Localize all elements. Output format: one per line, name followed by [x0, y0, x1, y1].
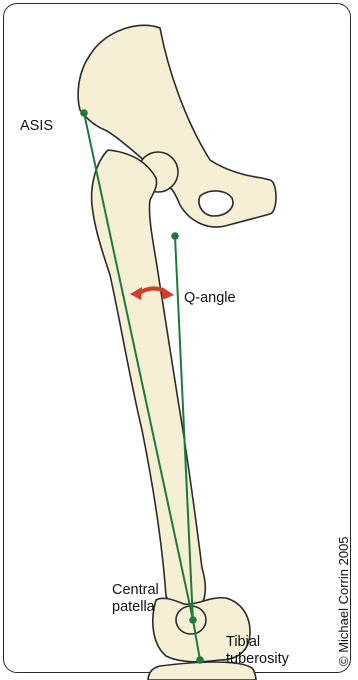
- obturator-foramen: [199, 191, 233, 216]
- patella-point: [189, 616, 197, 624]
- tuberosity-point: [196, 656, 204, 664]
- tibial-tuberosity-line-2: tuberosity: [226, 651, 289, 668]
- copyright-notice: © Michael Corrin 2005: [336, 536, 351, 666]
- tibial-tuberosity-line-1: Tibial: [226, 634, 289, 651]
- tibial-tuberosity-label: Tibial tuberosity: [226, 634, 289, 668]
- central-patella-line-1: Central: [112, 582, 159, 599]
- q-angle-label: Q-angle: [184, 290, 236, 307]
- central-patella-label: Central patella: [112, 582, 159, 616]
- central-patella-line-2: patella: [112, 599, 159, 616]
- asis-point: [80, 109, 88, 117]
- femoral-axis-point: [171, 232, 179, 240]
- asis-label: ASIS: [20, 118, 53, 135]
- femur-bone: [92, 150, 206, 613]
